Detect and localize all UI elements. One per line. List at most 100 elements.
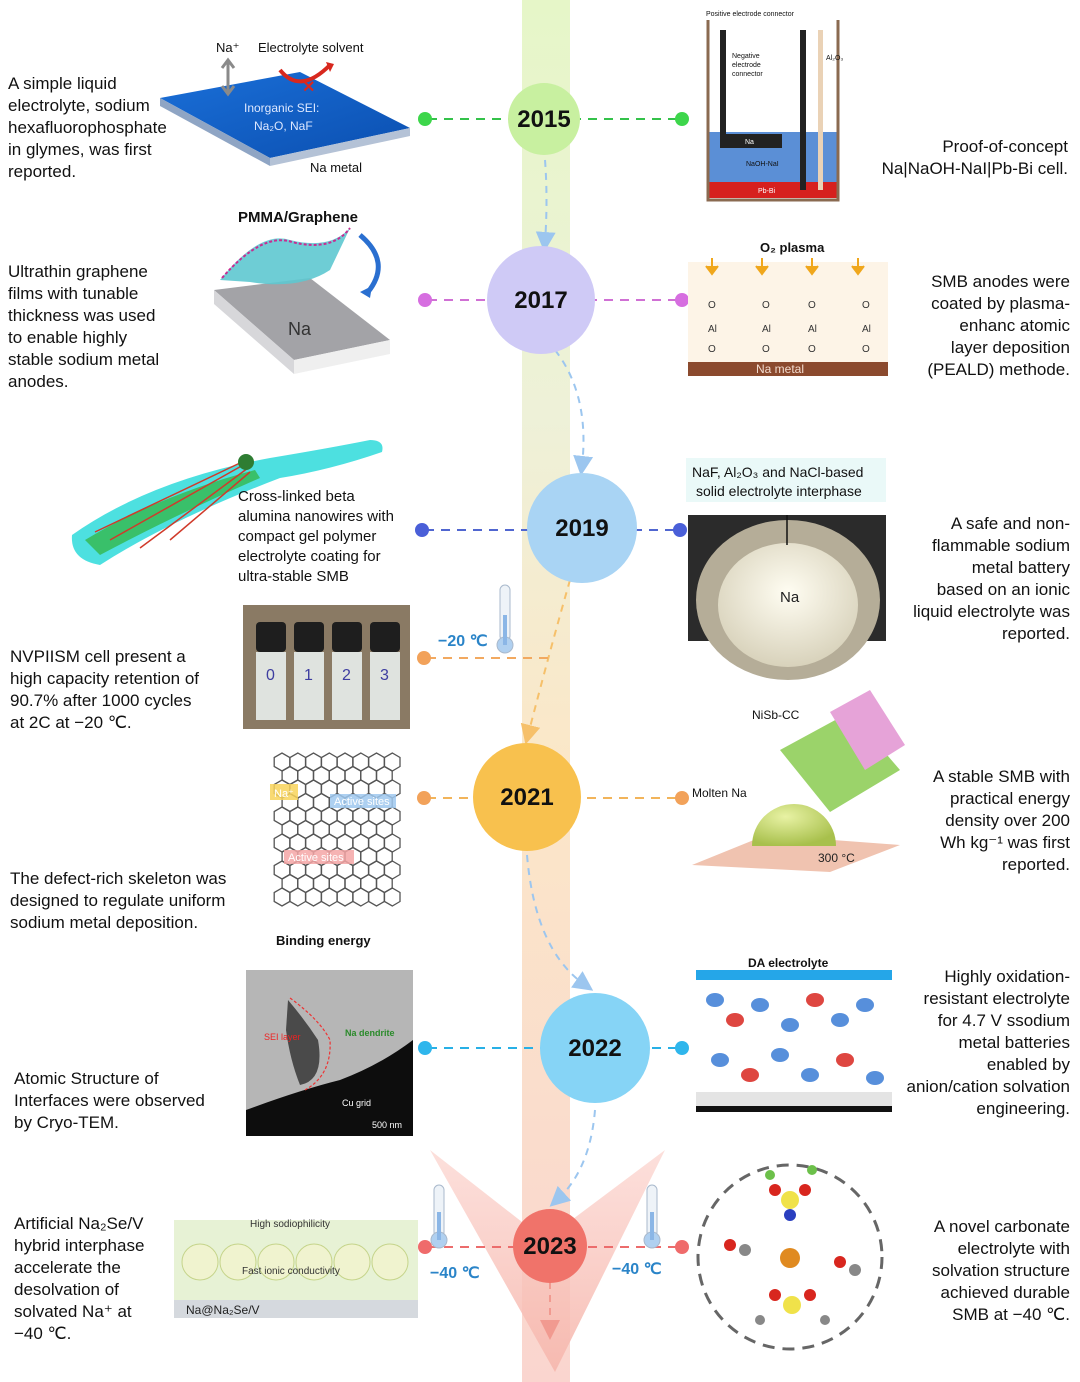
label-naf-sei-2: solid electrolyte interphase	[696, 483, 862, 499]
entry-2023-left: Artificial Na₂Se/V hybrid interphase acc…	[14, 1214, 145, 1343]
entry-2019-right: A safe and non- flammable sodium metal b…	[913, 514, 1070, 643]
dot-2023-left	[418, 1240, 432, 1254]
vial-body	[294, 652, 324, 720]
atom	[804, 1289, 816, 1301]
ion	[806, 993, 824, 1007]
dot-2022-right	[675, 1041, 689, 1055]
label-electrolyte-solvent: Electrolyte solvent	[258, 40, 364, 55]
grain-sphere	[333, 1243, 371, 1281]
ion	[711, 1053, 729, 1067]
svg-text:O: O	[762, 344, 770, 355]
svg-text:O: O	[708, 300, 716, 311]
label-pb-bi: Pb-Bi	[758, 188, 776, 195]
dot-2017-right	[675, 293, 689, 307]
atom	[784, 1209, 796, 1221]
ion	[801, 1068, 819, 1082]
atom	[780, 1248, 800, 1268]
label-na-na2se-v: Na@Na₂Se/V	[186, 1303, 260, 1317]
svg-text:O: O	[762, 300, 770, 311]
year-circle-2019	[527, 473, 637, 583]
svg-text:✕: ✕	[302, 79, 315, 96]
thermometer-2023-left	[430, 1184, 448, 1249]
label-na-dome: Na	[780, 589, 800, 606]
entry-2022-left: Atomic Structure of Interfaces were obse…	[14, 1069, 205, 1132]
label-sei-layer: SEI layer	[264, 1032, 301, 1042]
svg-text:O: O	[808, 344, 816, 355]
atom	[765, 1170, 775, 1180]
label-naf-sei-1: NaF, Al₂O₃ and NaCl-based	[692, 464, 863, 480]
ion	[836, 1053, 854, 1067]
ion	[781, 1018, 799, 1032]
label-na-plus-2021: Na⁺	[274, 788, 294, 800]
year-label-2021: 2021	[500, 784, 553, 811]
label-fast-ionic: Fast ionic conductivity	[242, 1266, 340, 1277]
grain-sphere	[257, 1243, 295, 1281]
ion	[706, 993, 724, 1007]
label-pmma-graphene: PMMA/Graphene	[238, 209, 358, 226]
year-circle-2015	[508, 83, 580, 155]
year-label-2017: 2017	[514, 287, 567, 314]
entry-2021-left: The defect-rich skeleton was designed to…	[10, 869, 227, 932]
year-label-2019: 2019	[555, 515, 608, 542]
figure-2022-right: DA electrolyte	[696, 956, 892, 1112]
label-na-cell: Na	[745, 139, 754, 146]
year-label-2015: 2015	[517, 106, 570, 133]
vial-cap	[370, 622, 400, 652]
grain-sphere	[219, 1243, 257, 1281]
atom	[849, 1264, 861, 1276]
connector-2017-2019	[554, 349, 594, 476]
entry-2019-left: Cross-linked beta alumina nanowires with…	[238, 488, 394, 585]
entry-2017-right: SMB anodes were coated by plasma- enhanc…	[927, 272, 1070, 379]
vial-label: 0	[266, 667, 275, 684]
svg-text:O: O	[862, 300, 870, 311]
vial-cap	[332, 622, 362, 652]
dot-2023-right	[675, 1240, 689, 1254]
ion	[831, 1013, 849, 1027]
temp-2023-right: −40 ℃	[612, 1261, 662, 1278]
label-na-metal: Na metal	[310, 160, 362, 175]
label-na-plus: Na⁺	[216, 40, 239, 55]
temp-2023-left: −40 ℃	[430, 1265, 480, 1282]
figure-2020-left: 0 1 2 3	[243, 605, 410, 729]
label-na-metal-2017: Na metal	[756, 362, 804, 376]
dot-2017-left	[418, 293, 432, 307]
grain-sphere	[295, 1243, 333, 1281]
label-inorganic-sei-2: Na₂O, NaF	[254, 119, 313, 133]
dot-2019-right	[673, 523, 687, 537]
figure-2021-right: NiSb-CC Molten Na 300 °C	[692, 690, 905, 872]
label-300c: 300 °C	[818, 851, 855, 865]
year-circle-2021	[473, 743, 581, 851]
vial-label: 2	[342, 667, 351, 684]
vial-body	[332, 652, 362, 720]
year-circle-2023	[513, 1209, 587, 1283]
label-active-sites-2: Active sites	[288, 852, 344, 864]
ion	[866, 1071, 884, 1085]
vial-cap	[294, 622, 324, 652]
vial-label: 3	[380, 667, 389, 684]
dot-2021-left	[417, 791, 431, 805]
svg-text:Al: Al	[762, 324, 771, 335]
year-label-2022: 2022	[568, 1035, 621, 1062]
connector-2019-2021	[520, 579, 571, 745]
dot-2019-left	[415, 523, 429, 537]
label-na-block: Na	[288, 319, 312, 339]
dot-2022-left	[418, 1041, 432, 1055]
ion	[771, 1048, 789, 1062]
dot-2020-left	[417, 651, 431, 665]
atom	[755, 1315, 765, 1325]
atom	[769, 1184, 781, 1196]
entry-2022-right: Highly oxidation- resistant electrolyte …	[906, 967, 1070, 1118]
vial-label: 1	[304, 667, 313, 684]
figure-2019-left	[71, 440, 383, 565]
connector-2022-2023	[549, 1109, 596, 1207]
dot-2015-right	[675, 112, 689, 126]
grain-sphere	[181, 1243, 219, 1281]
svg-text:O: O	[862, 344, 870, 355]
entry-2023-right: A novel carbonate electrolyte with solva…	[932, 1217, 1070, 1324]
figure-2021-left: Na⁺ Active sites Active sites Binding en…	[270, 752, 401, 948]
year-label-2023: 2023	[523, 1233, 576, 1260]
svg-text:Al: Al	[808, 324, 817, 335]
atom	[820, 1315, 830, 1325]
dot-2015-left	[418, 112, 432, 126]
